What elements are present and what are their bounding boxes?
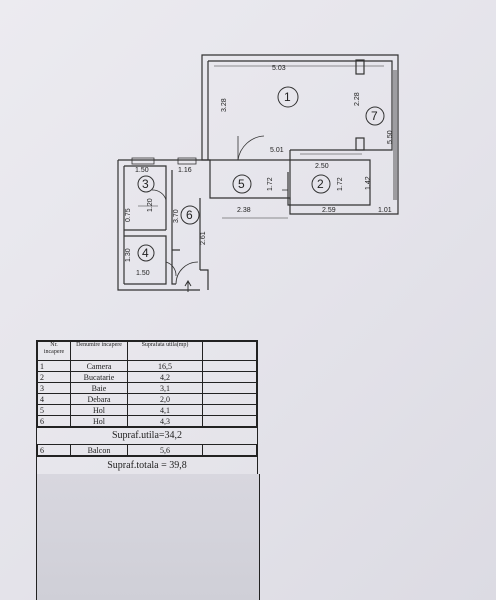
- row-no: 5: [37, 404, 71, 416]
- table-row: 3 Baie 3,1: [37, 382, 257, 394]
- dim-label: 5.01: [270, 147, 284, 154]
- balcony-area: 5,6: [127, 444, 203, 456]
- dim-label: 1.16: [178, 167, 192, 174]
- room-5-number: 5: [238, 177, 245, 191]
- dim-label: 1.72: [267, 177, 274, 191]
- row-area: 16,5: [127, 360, 203, 372]
- row-no: 6: [37, 415, 71, 427]
- room-2-circle: [311, 174, 331, 194]
- table-row: 4 Debara 2,0: [37, 393, 257, 405]
- row-name: Hol: [70, 415, 128, 427]
- room-3-number: 3: [142, 177, 149, 191]
- dim-label: 1.72: [337, 177, 344, 191]
- dim-label: 2.59: [322, 207, 336, 214]
- row-no: 2: [37, 371, 71, 383]
- dim-label: 2.28: [354, 92, 361, 106]
- row-name: Hol: [70, 404, 128, 416]
- room-1-number: 1: [284, 90, 291, 104]
- row-empty: [202, 371, 257, 383]
- table-row: 5 Hol 4,1: [37, 404, 257, 416]
- row-empty: [202, 360, 257, 372]
- row-empty: [202, 382, 257, 394]
- row-name: Baie: [70, 382, 128, 394]
- dim-label: 3.70: [173, 209, 180, 223]
- room-4-number: 4: [142, 246, 149, 260]
- row-area: 4,1: [127, 404, 203, 416]
- table-row: 6 Balcon 5,6: [37, 444, 257, 456]
- dim-label: 3.28: [221, 98, 228, 112]
- room-1-circle: [277, 86, 299, 108]
- balcony-no: 6: [37, 444, 71, 456]
- dim-label: 2.38: [237, 207, 251, 214]
- row-empty: [202, 404, 257, 416]
- table-row: 1 Camera 16,5: [37, 360, 257, 372]
- row-area: 2,0: [127, 393, 203, 405]
- room-7-number: 7: [371, 109, 378, 123]
- row-area: 4,3: [127, 415, 203, 427]
- row-empty: [202, 415, 257, 427]
- row-name: Debara: [70, 393, 128, 405]
- row-area: 4,2: [127, 371, 203, 383]
- dim-label: 2.50: [315, 163, 329, 170]
- header-room-name: Denumire incapere: [70, 341, 128, 361]
- legend-table: Nr. incapere Denumire incapere Suprafata…: [37, 341, 257, 427]
- row-area: 3,1: [127, 382, 203, 394]
- dim-label: 5.03: [272, 65, 286, 72]
- surface-legend: Nr. incapere Denumire incapere Suprafata…: [36, 340, 258, 476]
- dim-label: 0.75: [125, 208, 132, 222]
- row-no: 1: [37, 360, 71, 372]
- row-no: 3: [37, 382, 71, 394]
- dim-label: 1.30: [125, 248, 132, 262]
- row-empty: [202, 444, 257, 456]
- header-empty: [202, 341, 257, 361]
- dim-label: 1.50: [135, 167, 149, 174]
- legend-header-row: Nr. incapere Denumire incapere Suprafata…: [37, 341, 257, 361]
- room-6-circle: [180, 205, 200, 225]
- room-2-number: 2: [317, 177, 324, 191]
- balcony-name: Balcon: [70, 444, 128, 456]
- row-no: 4: [37, 393, 71, 405]
- wall-room-1-inner: [208, 60, 393, 151]
- room-3-circle: [137, 175, 155, 193]
- room-7-circle: [365, 106, 385, 126]
- dim-label: 2.61: [200, 231, 207, 245]
- header-room-no: Nr. incapere: [37, 341, 71, 361]
- table-row: 6 Hol 4,3: [37, 415, 257, 427]
- room-4-circle: [137, 244, 155, 262]
- dim-label: 1.42: [365, 176, 372, 190]
- room-6-number: 6: [186, 208, 193, 222]
- util-total: Supraf.utila=34,2: [37, 427, 257, 444]
- grand-total: Supraf.totala = 39,8: [37, 456, 257, 475]
- dim-label: 1.50: [136, 270, 150, 277]
- dim-label: 1.20: [147, 198, 154, 212]
- row-name: Camera: [70, 360, 128, 372]
- row-empty: [202, 393, 257, 405]
- dim-label: 1.01: [378, 207, 392, 214]
- blank-area: [36, 474, 260, 600]
- row-name: Bucatarie: [70, 371, 128, 383]
- floor-plan: 1 2 3 4 5 6 7 5.03 3.28 2.28 5.50 5.01 2…: [117, 54, 399, 292]
- header-area: Suprafata utila(mp): [127, 341, 203, 361]
- room-5-circle: [232, 174, 252, 194]
- dim-label: 5.50: [387, 130, 394, 144]
- balcony-table: 6 Balcon 5,6: [37, 444, 257, 456]
- table-row: 2 Bucatarie 4,2: [37, 371, 257, 383]
